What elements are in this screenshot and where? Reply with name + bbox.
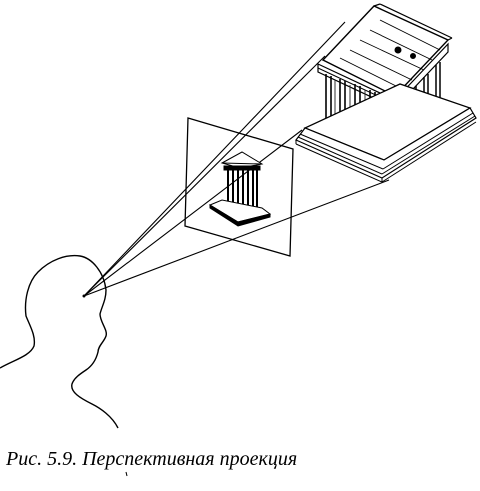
tick-mark	[125, 471, 128, 477]
eye-point	[82, 294, 86, 298]
projection-rays	[83, 21, 390, 297]
observer-head	[0, 254, 119, 429]
figure-caption: Рис. 5.9. Перспективная проекция	[6, 448, 298, 470]
temple-object	[295, 3, 477, 183]
projected-temple-image	[208, 151, 272, 227]
